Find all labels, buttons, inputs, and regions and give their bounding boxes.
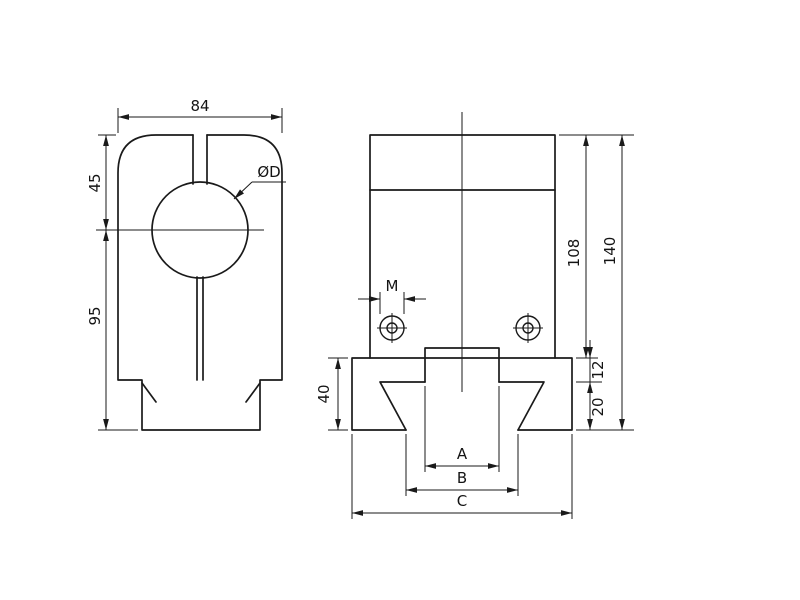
- neck-chamfer-lines: [141, 382, 261, 403]
- bore-leader-arrow: [233, 181, 253, 200]
- left-bolt-hole-crosshair: [377, 313, 407, 343]
- dim-top-to-center-label: 45: [86, 173, 104, 192]
- dim-b-extensions: [405, 434, 519, 496]
- clamp-slit-lines: [192, 134, 208, 381]
- front-view: [351, 112, 573, 431]
- dim-bore-label: ØD: [257, 163, 280, 181]
- dovetail-groove-lines: [379, 381, 545, 431]
- dim-lip-label: 12: [589, 360, 607, 379]
- dim-a-label: A: [457, 445, 468, 463]
- dim-thread-extensions: [379, 292, 405, 314]
- dim-groove-label: 20: [589, 397, 607, 416]
- dim-a-extensions: [424, 386, 500, 472]
- dim-thread-label: M: [386, 277, 399, 295]
- right-bolt-hole-crosshair: [513, 313, 543, 343]
- dim-total-height-label: 140: [601, 237, 619, 266]
- side-body-outline: [117, 134, 283, 431]
- side-view-dimensions: 84 45 95 ØD: [86, 97, 286, 431]
- dim-b-label: B: [457, 469, 467, 487]
- dim-width-label: 84: [190, 97, 209, 115]
- dim-base-height-label: 40: [315, 384, 333, 403]
- dim-upper-height-label: 108: [565, 239, 583, 268]
- dim-c-label: C: [457, 492, 467, 510]
- dim-c-extensions: [351, 434, 573, 519]
- dim-width-extensions: [117, 108, 283, 133]
- front-view-dimensions: M 108 140 12 20 40 A: [315, 134, 634, 519]
- dim-center-to-base-label: 95: [86, 306, 104, 325]
- side-view: [96, 134, 283, 431]
